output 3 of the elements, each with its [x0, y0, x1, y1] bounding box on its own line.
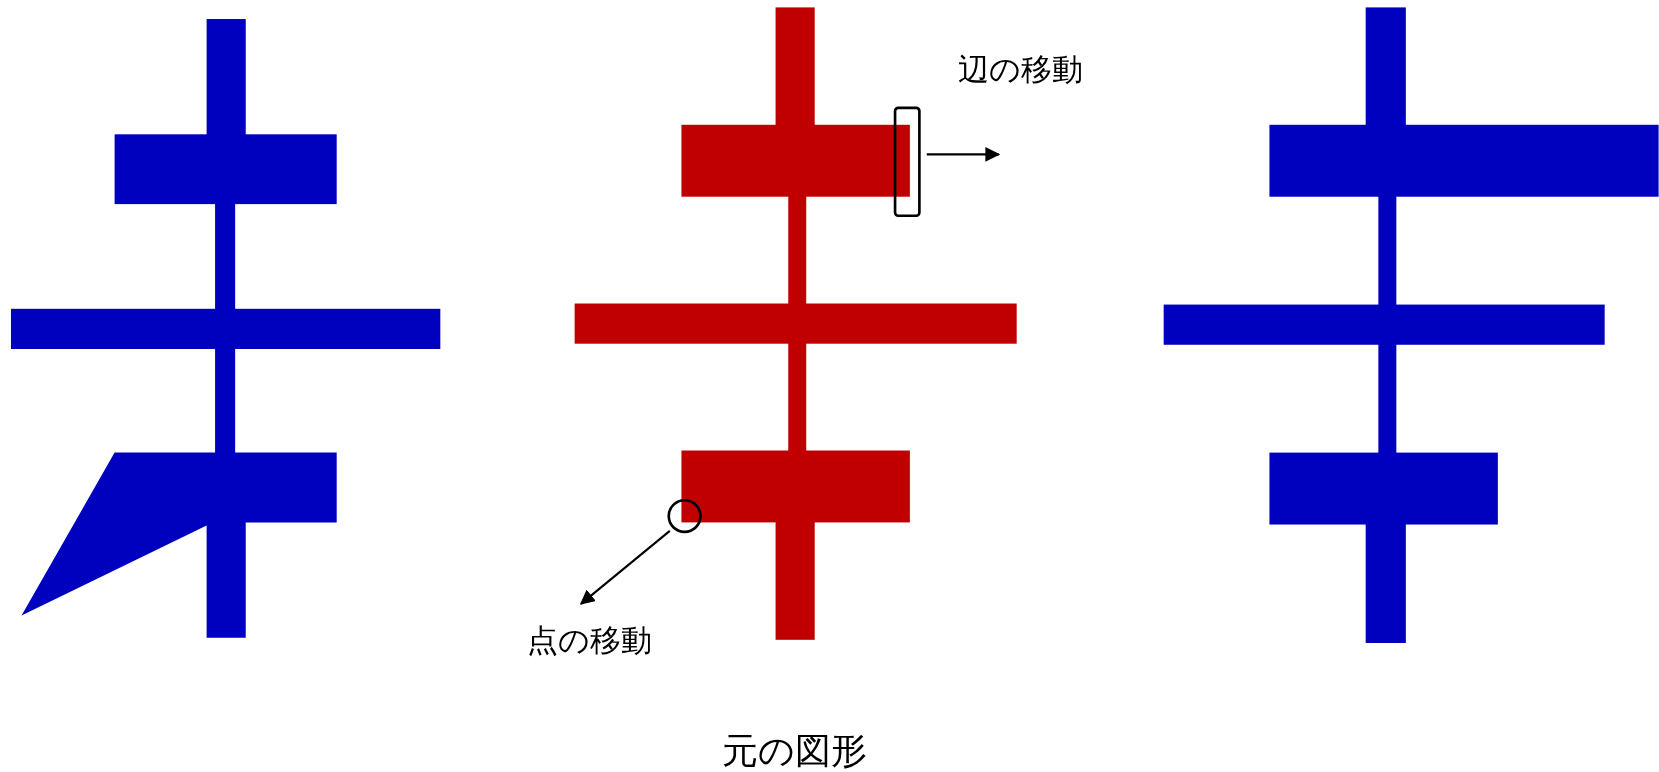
annotation-label: 辺の移動: [958, 54, 1083, 85]
figure-caption: 元の図形: [722, 733, 867, 769]
annotation-label: 点の移動: [527, 625, 652, 656]
